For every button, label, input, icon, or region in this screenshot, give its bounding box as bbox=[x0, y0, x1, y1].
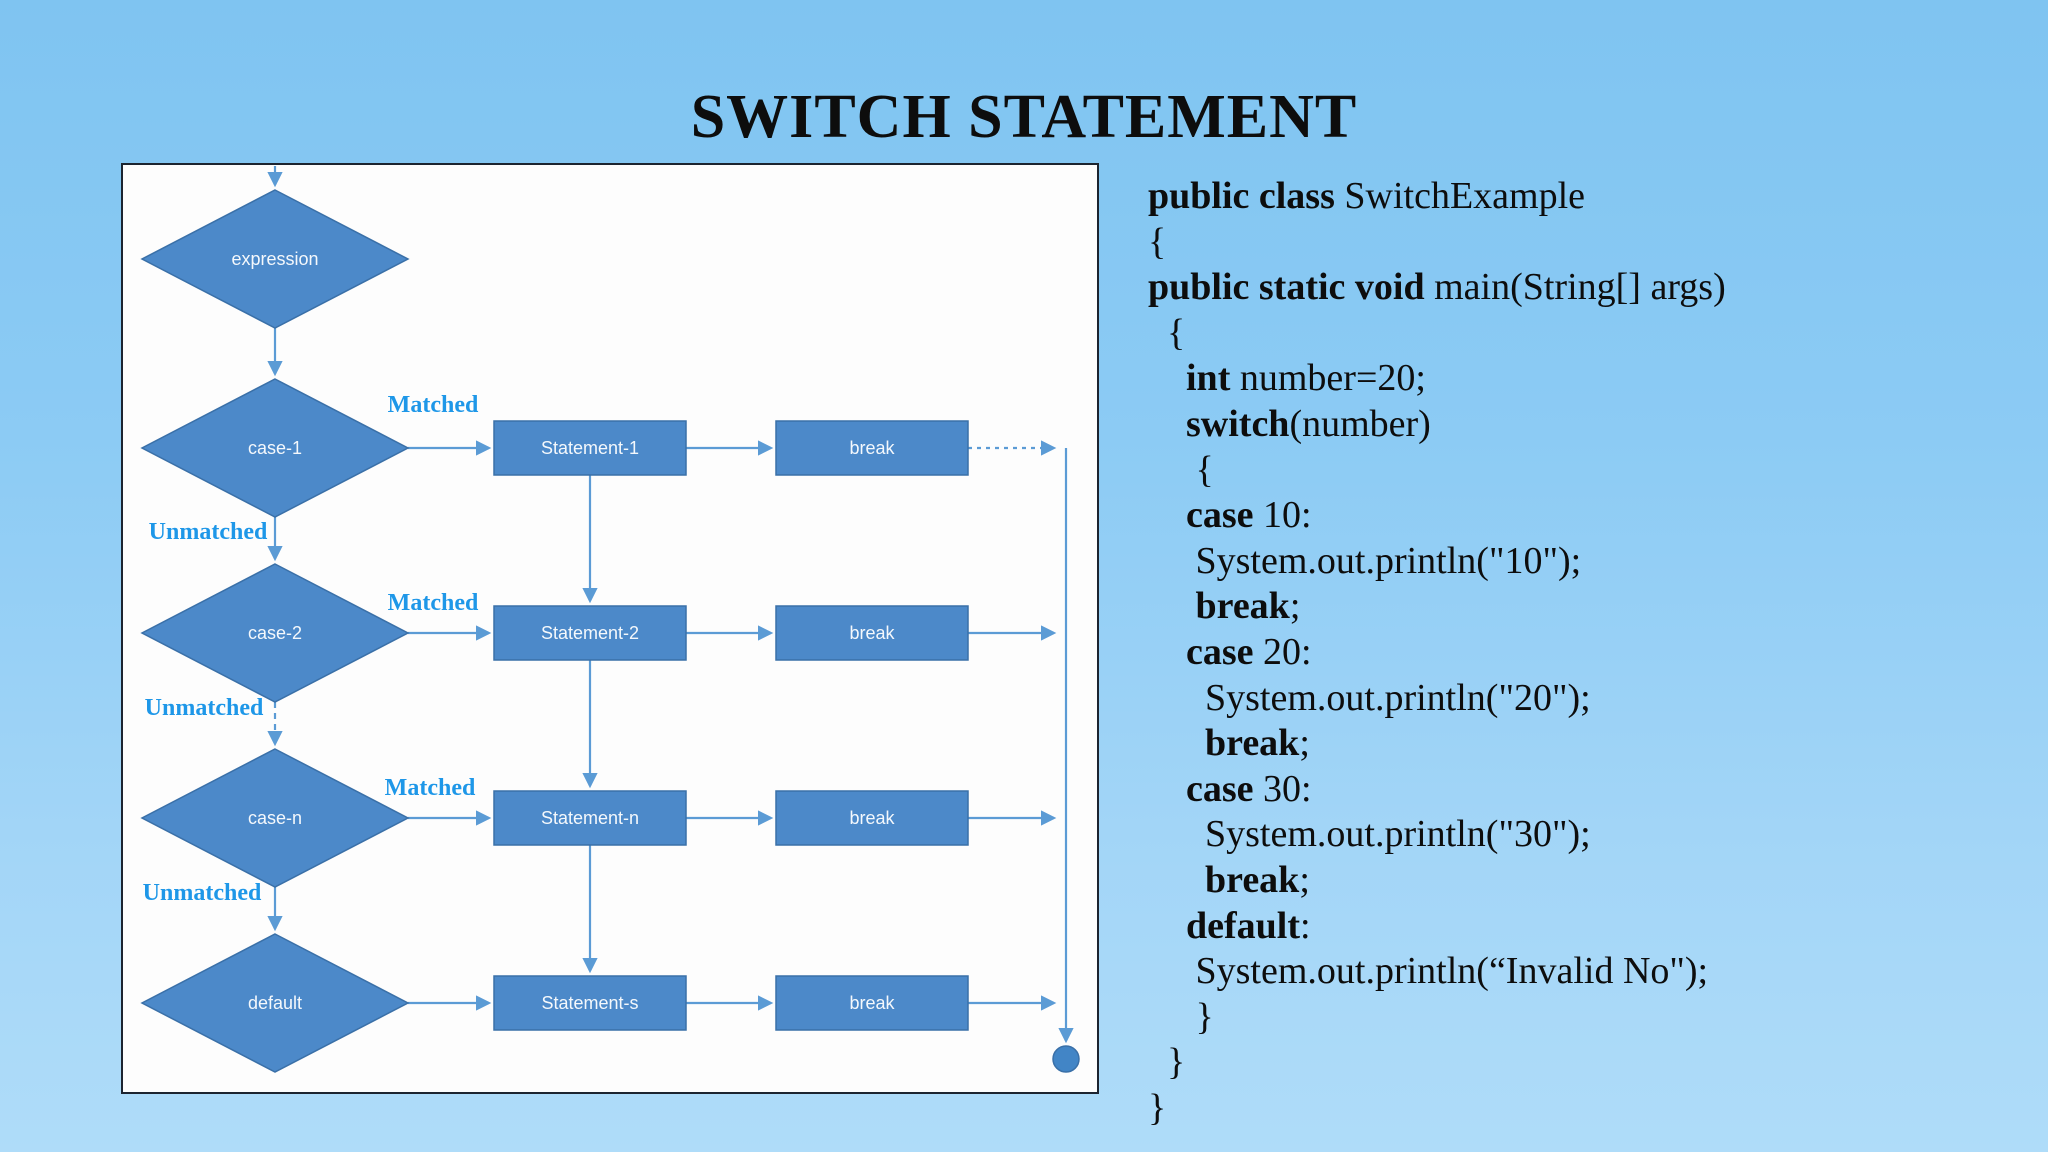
code-text: ; bbox=[1289, 585, 1301, 628]
break-1-box bbox=[775, 420, 969, 476]
code-text bbox=[1148, 585, 1196, 627]
code-keyword: int bbox=[1186, 357, 1231, 400]
code-keyword: break bbox=[1205, 858, 1300, 901]
matched-label-3: Matched bbox=[385, 775, 476, 801]
unmatched-label-3: Unmatched bbox=[143, 880, 262, 906]
code-line: case 20: bbox=[1148, 630, 1726, 676]
code-keyword: break bbox=[1195, 585, 1290, 628]
code-keyword: public static void bbox=[1148, 266, 1435, 309]
code-text: System.out.println("30"); bbox=[1148, 813, 1591, 856]
code-text: System.out.println(“Invalid No"); bbox=[1148, 950, 1709, 993]
code-text bbox=[1148, 722, 1205, 764]
unmatched-label-2: Unmatched bbox=[145, 695, 264, 721]
code-line: } bbox=[1148, 1040, 1726, 1086]
code-text: { bbox=[1148, 311, 1186, 354]
diamond-case-2 bbox=[140, 563, 410, 703]
code-text: 30: bbox=[1253, 767, 1312, 810]
code-line: default: bbox=[1148, 904, 1726, 950]
code-line: case 30: bbox=[1148, 767, 1726, 813]
code-line: { bbox=[1148, 220, 1726, 266]
statement-2-label: Statement-2 bbox=[541, 623, 639, 643]
diamond-case-2-label: case-2 bbox=[248, 623, 302, 643]
unmatched-label-1: Unmatched bbox=[149, 519, 268, 545]
code-text bbox=[1148, 494, 1186, 536]
code-keyword: case bbox=[1186, 630, 1254, 673]
code-line: { bbox=[1148, 448, 1726, 494]
code-text: { bbox=[1148, 448, 1214, 491]
code-line: public static void main(String[] args) bbox=[1148, 265, 1726, 311]
code-text: { bbox=[1148, 220, 1167, 263]
break-2-box bbox=[775, 605, 969, 661]
end-terminator bbox=[1052, 1045, 1080, 1073]
code-text: System.out.println("20"); bbox=[1148, 676, 1591, 719]
code-text: } bbox=[1148, 995, 1214, 1038]
code-line: int number=20; bbox=[1148, 356, 1726, 402]
statement-2-box bbox=[493, 605, 687, 661]
code-keyword: break bbox=[1205, 722, 1300, 765]
statement-1-box bbox=[493, 420, 687, 476]
code-text bbox=[1148, 631, 1186, 673]
code-keyword: public class bbox=[1148, 175, 1345, 217]
page-title: SWITCH STATEMENT bbox=[690, 82, 1358, 151]
code-line: } bbox=[1148, 995, 1726, 1041]
code-text bbox=[1148, 403, 1186, 445]
code-text bbox=[1148, 768, 1186, 810]
diamond-case-n bbox=[140, 748, 410, 888]
code-text: } bbox=[1148, 1086, 1167, 1129]
break-s-box bbox=[775, 975, 969, 1031]
diamond-default-label: default bbox=[248, 993, 302, 1013]
code-text: 20: bbox=[1253, 630, 1312, 673]
break-n-label: break bbox=[849, 808, 895, 828]
code-text: main(String[] args) bbox=[1434, 266, 1726, 309]
code-line: } bbox=[1148, 1086, 1726, 1132]
code-text: System.out.println("10"); bbox=[1148, 539, 1582, 582]
code-line: System.out.println("20"); bbox=[1148, 676, 1726, 722]
break-s-label: break bbox=[849, 993, 895, 1013]
code-text: ; bbox=[1299, 722, 1310, 765]
diamond-case-1 bbox=[140, 378, 410, 518]
code-line: { bbox=[1148, 311, 1726, 357]
code-text bbox=[1148, 859, 1205, 901]
code-keyword: default bbox=[1186, 904, 1300, 947]
diamond-case-1-label: case-1 bbox=[248, 438, 302, 458]
code-keyword: switch bbox=[1186, 402, 1290, 445]
code-line: System.out.println("30"); bbox=[1148, 812, 1726, 858]
code-block: public class SwitchExample{public static… bbox=[1148, 174, 1726, 1131]
code-line: public class SwitchExample bbox=[1148, 174, 1726, 220]
statement-n-label: Statement-n bbox=[541, 808, 639, 828]
code-keyword: case bbox=[1186, 767, 1254, 810]
code-line: System.out.println("10"); bbox=[1148, 539, 1726, 585]
diamond-expression bbox=[140, 189, 410, 329]
code-text: : bbox=[1300, 904, 1311, 947]
code-text: SwitchExample bbox=[1344, 175, 1586, 217]
code-line: switch(number) bbox=[1148, 402, 1726, 448]
code-text: ; bbox=[1299, 858, 1310, 901]
matched-label-2: Matched bbox=[388, 590, 479, 616]
statement-1-label: Statement-1 bbox=[541, 438, 639, 458]
code-line: break; bbox=[1148, 584, 1726, 630]
matched-label-1: Matched bbox=[388, 392, 479, 418]
diamond-expression-label: expression bbox=[231, 249, 318, 269]
flowchart-canvas: expression case-1 case-2 case-n default … bbox=[140, 166, 1080, 1073]
diamond-default bbox=[140, 933, 410, 1073]
code-text: } bbox=[1148, 1041, 1186, 1084]
statement-s-box bbox=[493, 975, 687, 1031]
code-line: case 10: bbox=[1148, 493, 1726, 539]
break-2-label: break bbox=[849, 623, 895, 643]
code-text: (number) bbox=[1289, 402, 1431, 445]
code-keyword: case bbox=[1186, 494, 1254, 537]
flowchart-panel: expression case-1 case-2 case-n default … bbox=[121, 163, 1099, 1094]
statement-n-box bbox=[493, 790, 687, 846]
code-text bbox=[1148, 357, 1186, 399]
code-text: 10: bbox=[1253, 494, 1312, 537]
code-line: break; bbox=[1148, 858, 1726, 904]
break-n-box bbox=[775, 790, 969, 846]
code-line: System.out.println(“Invalid No"); bbox=[1148, 949, 1726, 995]
code-text bbox=[1148, 905, 1186, 947]
code-text: number=20; bbox=[1230, 357, 1426, 400]
statement-s-label: Statement-s bbox=[541, 993, 638, 1013]
code-line: break; bbox=[1148, 721, 1726, 767]
break-1-label: break bbox=[849, 438, 895, 458]
diamond-case-n-label: case-n bbox=[248, 808, 302, 828]
